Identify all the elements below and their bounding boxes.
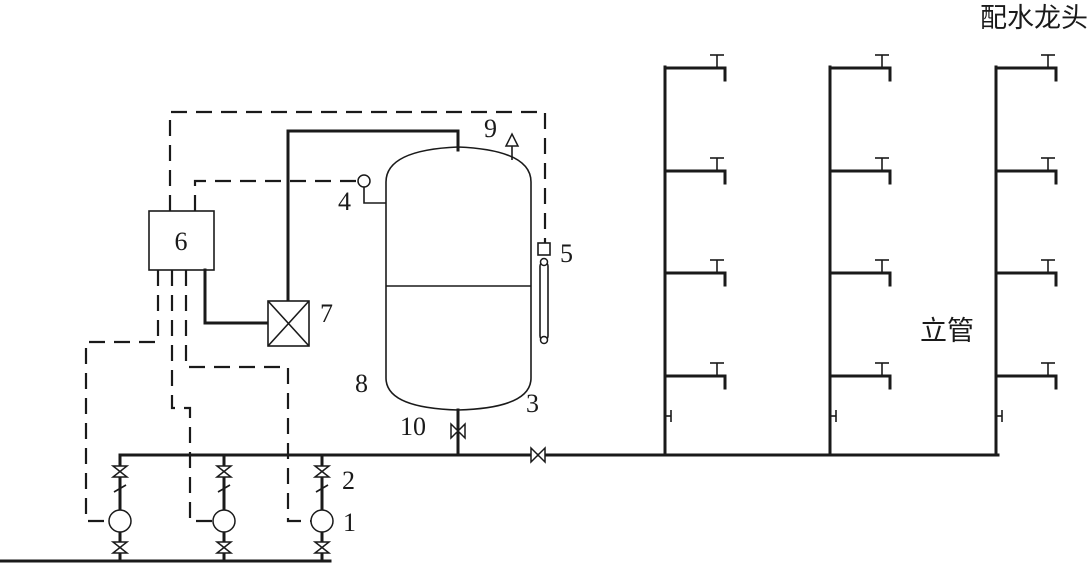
label-compressor: 7 [320,299,333,328]
label-tank-bottom: 8 [355,369,368,398]
label-riser: 立管 [920,316,974,347]
label-vent: 9 [484,114,497,143]
riser-2 [828,54,892,457]
pump-unit-3 [310,453,334,563]
label-drain-valve: 10 [400,412,426,441]
label-controller: 6 [175,227,188,256]
main-gate-valve [530,446,546,464]
control-wires [84,110,547,523]
air-compressor: 7 [203,129,460,347]
pressure-switch [357,174,386,204]
label-pressure-switch: 4 [338,187,351,216]
label-faucet: 配水龙头 [980,3,1088,34]
riser-1 [663,54,727,457]
vent-pipe [504,132,520,160]
controller-box: 6 [148,210,215,271]
label-pump: 1 [343,508,356,537]
label-check-valve: 2 [342,466,355,495]
pressure-tank [385,146,532,457]
level-gauge [537,242,551,345]
label-tank: 3 [526,389,539,418]
pump-unit-2 [212,453,236,563]
label-level-gauge: 5 [560,239,573,268]
riser-3 [994,54,1058,457]
pump-unit-1 [108,453,132,563]
